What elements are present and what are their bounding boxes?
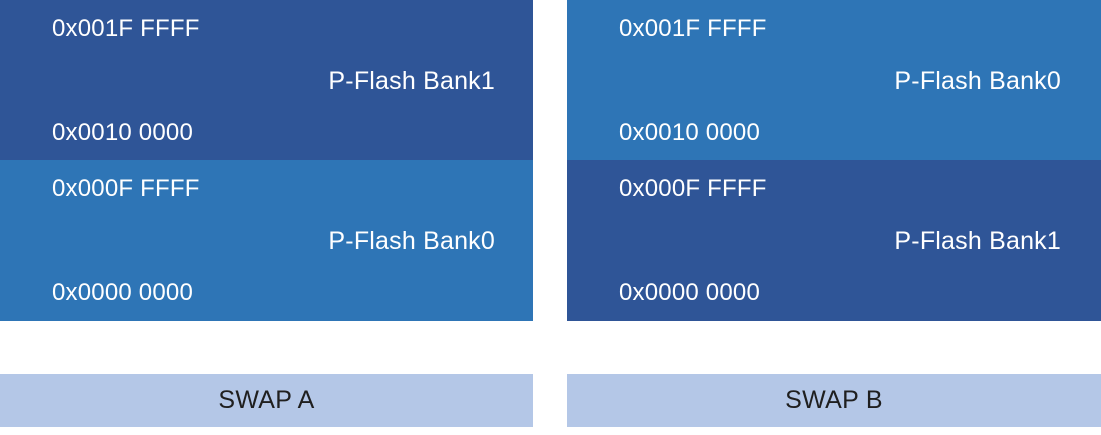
bank-block-upper: 0x001F FFFF P-Flash Bank0 0x0010 0000 bbox=[567, 0, 1101, 160]
top-address: 0x000F FFFF bbox=[619, 175, 767, 202]
bank-block-lower: 0x000F FFFF P-Flash Bank0 0x0000 0000 bbox=[0, 160, 533, 321]
top-address: 0x001F FFFF bbox=[52, 15, 200, 42]
top-address: 0x001F FFFF bbox=[619, 15, 767, 42]
bottom-address: 0x0010 0000 bbox=[52, 119, 193, 146]
swap-b-caption-text: SWAP B bbox=[785, 386, 883, 414]
bank-label: P-Flash Bank0 bbox=[894, 67, 1061, 95]
bottom-address: 0x0000 0000 bbox=[52, 279, 193, 306]
swap-a-caption: SWAP A bbox=[0, 374, 533, 427]
bank-block-lower: 0x000F FFFF P-Flash Bank1 0x0000 0000 bbox=[567, 160, 1101, 321]
swap-a-caption-text: SWAP A bbox=[218, 386, 315, 414]
memory-map-swap-a: 0x001F FFFF P-Flash Bank1 0x0010 0000 0x… bbox=[0, 0, 533, 321]
top-address: 0x000F FFFF bbox=[52, 175, 200, 202]
bottom-address: 0x0000 0000 bbox=[619, 279, 760, 306]
bank-label: P-Flash Bank1 bbox=[894, 227, 1061, 255]
bank-label: P-Flash Bank0 bbox=[328, 227, 495, 255]
bottom-address: 0x0010 0000 bbox=[619, 119, 760, 146]
memory-map-swap-b: 0x001F FFFF P-Flash Bank0 0x0010 0000 0x… bbox=[567, 0, 1101, 321]
swap-b-caption: SWAP B bbox=[567, 374, 1101, 427]
bank-label: P-Flash Bank1 bbox=[328, 67, 495, 95]
bank-block-upper: 0x001F FFFF P-Flash Bank1 0x0010 0000 bbox=[0, 0, 533, 160]
